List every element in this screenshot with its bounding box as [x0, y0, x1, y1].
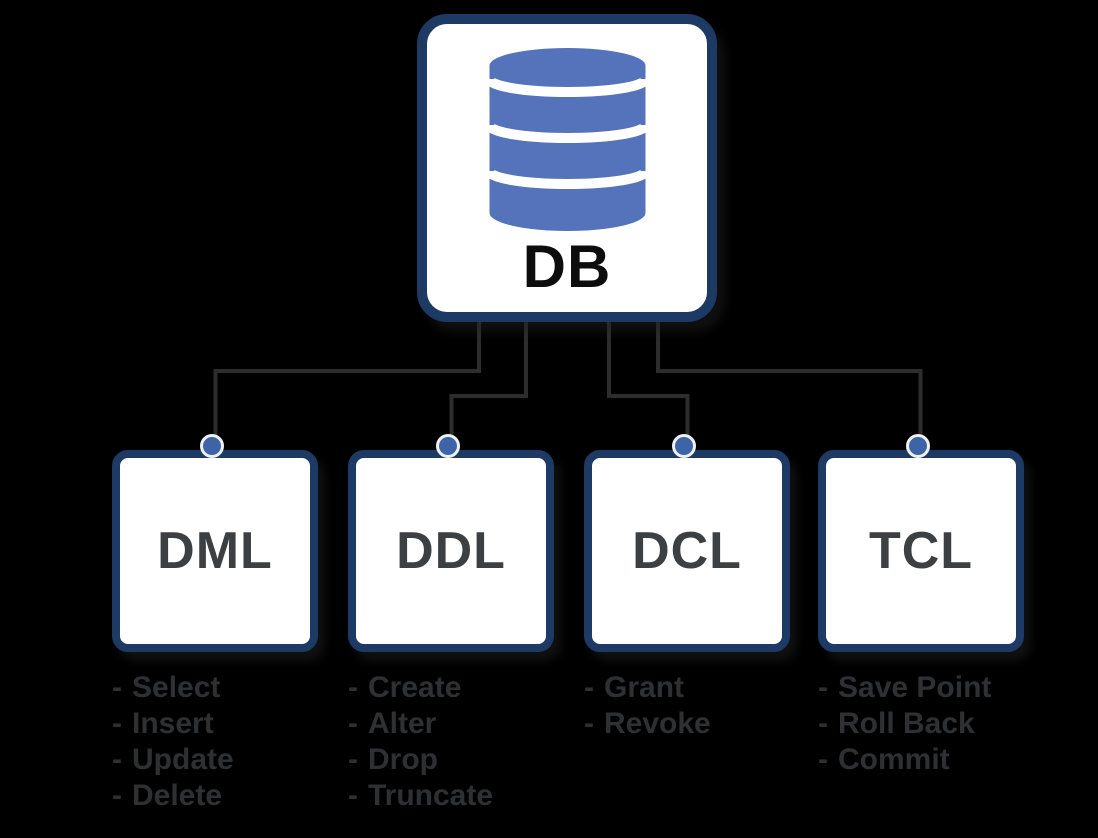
- tcl-command-list: -Save Point-Roll Back-Commit: [818, 670, 1068, 778]
- list-item-label: Alter: [368, 707, 437, 740]
- node-ddl-label: DDL: [396, 522, 506, 580]
- list-item: -Grant: [584, 670, 834, 706]
- list-item: -Delete: [112, 778, 362, 814]
- node-dml: DML: [112, 434, 318, 652]
- db-node: DB: [417, 14, 717, 322]
- list-item: -Drop: [348, 742, 598, 778]
- connector-db-dcl: [607, 318, 690, 449]
- list-item-label: Revoke: [604, 707, 711, 740]
- list-item: -Commit: [818, 742, 1068, 778]
- ddl-command-list: -Create-Alter-Drop-Truncate: [348, 670, 598, 814]
- list-item-label: Commit: [838, 743, 950, 776]
- list-item-label: Save Point: [838, 671, 992, 704]
- dml-command-list: -Select-Insert-Update-Delete: [112, 670, 362, 814]
- node-tcl-label: TCL: [868, 522, 974, 580]
- connector-db-ddl: [449, 318, 528, 449]
- bullet-dash: -: [112, 707, 122, 740]
- connector-db-tcl: [656, 318, 923, 449]
- db-node-label: DB: [522, 233, 612, 300]
- node-tcl: TCL: [818, 434, 1024, 652]
- bullet-dash: -: [112, 779, 122, 812]
- connector-db-dml: [213, 318, 481, 449]
- list-item: -Revoke: [584, 706, 834, 742]
- list-item-label: Truncate: [368, 779, 494, 812]
- bullet-dash: -: [584, 707, 594, 740]
- list-item: -Create: [348, 670, 598, 706]
- connector-dot-icon: [906, 434, 930, 458]
- list-item-label: Create: [368, 671, 462, 704]
- list-item-label: Insert: [132, 707, 214, 740]
- bullet-dash: -: [818, 707, 828, 740]
- bullet-dash: -: [818, 671, 828, 704]
- list-item: -Alter: [348, 706, 598, 742]
- dcl-command-list: -Grant-Revoke: [584, 670, 834, 742]
- connector-dot-icon: [672, 434, 696, 458]
- bullet-dash: -: [818, 743, 828, 776]
- node-ddl: DDL: [348, 434, 554, 652]
- list-item-label: Update: [132, 743, 234, 776]
- connector-dot-icon: [200, 434, 224, 458]
- list-item-label: Grant: [604, 671, 685, 704]
- node-dml-label: DML: [157, 522, 273, 580]
- connector-dot-icon: [436, 434, 460, 458]
- bullet-dash: -: [348, 671, 358, 704]
- bullet-dash: -: [112, 743, 122, 776]
- node-dcl: DCL: [584, 434, 790, 652]
- bullet-dash: -: [584, 671, 594, 704]
- list-item: -Truncate: [348, 778, 598, 814]
- node-dcl-label: DCL: [632, 522, 742, 580]
- list-item: -Insert: [112, 706, 362, 742]
- bullet-dash: -: [112, 671, 122, 704]
- list-item: -Select: [112, 670, 362, 706]
- list-item: -Save Point: [818, 670, 1068, 706]
- bullet-dash: -: [348, 743, 358, 776]
- bullet-dash: -: [348, 779, 358, 812]
- bullet-dash: -: [348, 707, 358, 740]
- list-item-label: Roll Back: [838, 707, 975, 740]
- list-item-label: Drop: [368, 743, 438, 776]
- list-item-label: Delete: [132, 779, 223, 812]
- database-cylinder-icon: [486, 48, 648, 231]
- list-item-label: Select: [132, 671, 221, 704]
- list-item: -Roll Back: [818, 706, 1068, 742]
- list-item: -Update: [112, 742, 362, 778]
